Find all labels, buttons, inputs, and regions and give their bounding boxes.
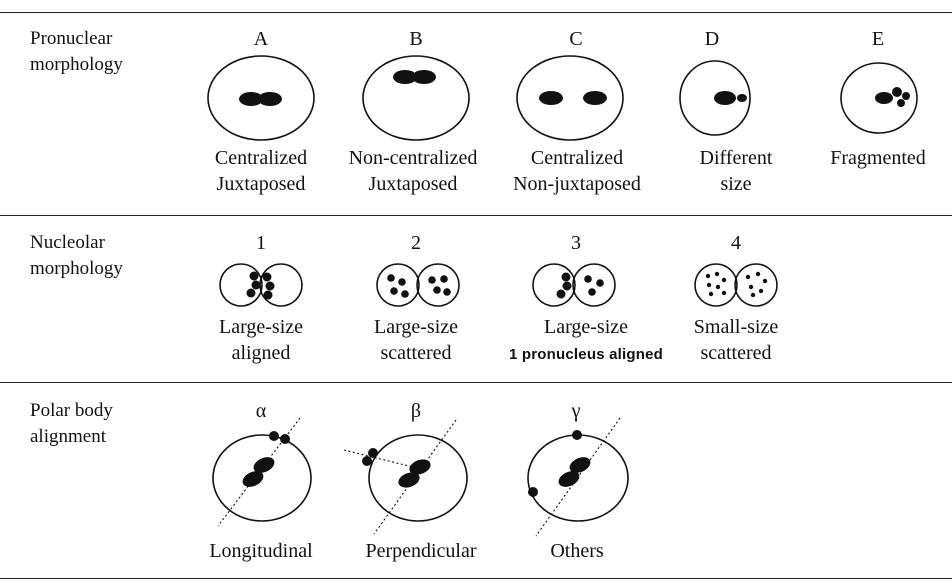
pronucleus: [875, 92, 893, 104]
nucleolus: [584, 275, 592, 283]
pronucleus: [258, 92, 282, 106]
nucleolus: [759, 289, 763, 293]
nucleolus: [264, 291, 273, 300]
nucleolus: [588, 288, 596, 296]
nucleolus: [390, 287, 398, 295]
nucleolus: [722, 291, 726, 295]
nucleolus: [715, 272, 719, 276]
pronucleus: [539, 91, 563, 105]
nucleolus: [707, 283, 711, 287]
nucleolus: [401, 290, 409, 298]
pronucleus-outline: [695, 264, 737, 306]
pronucleus-outline: [377, 264, 419, 306]
nucleolus: [751, 293, 755, 297]
nucleolus: [250, 272, 259, 281]
nucleolus: [706, 274, 710, 278]
nucleolus: [557, 290, 566, 299]
pronucleus-outline: [573, 264, 615, 306]
polar-body: [572, 430, 582, 440]
nucleolus: [428, 276, 436, 284]
nucleolus: [563, 282, 572, 291]
nucleolus: [252, 281, 261, 290]
nucleolus: [722, 278, 726, 282]
pronucleus: [737, 94, 747, 102]
nucleolus: [596, 279, 604, 287]
pronucleus-fragment: [892, 87, 902, 97]
pronucleus-outline: [735, 264, 777, 306]
polar-body: [368, 448, 378, 458]
pronucleus: [583, 91, 607, 105]
nucleolus: [749, 285, 753, 289]
nucleolus: [716, 285, 720, 289]
zygote-outline: [517, 56, 623, 140]
polar-body: [528, 487, 538, 497]
nucleolus: [263, 273, 272, 282]
nucleolus: [247, 289, 256, 298]
polar-body: [269, 431, 279, 441]
nucleolus: [433, 286, 441, 294]
nucleolus: [756, 272, 760, 276]
polar-body: [280, 434, 290, 444]
pronucleus: [714, 91, 736, 105]
nucleolus: [443, 288, 451, 296]
pronucleus-fragment: [897, 99, 905, 107]
nucleolus: [709, 292, 713, 296]
nucleolus: [440, 275, 448, 283]
nucleolus: [746, 275, 750, 279]
pronucleus-outline: [417, 264, 459, 306]
zygote-outline: [363, 56, 469, 140]
pronucleus: [412, 70, 436, 84]
polar-body: [362, 456, 372, 466]
nucleolus: [763, 279, 767, 283]
nucleolus: [398, 278, 406, 286]
pronucleus-fragment: [902, 92, 910, 100]
nucleolus: [562, 273, 571, 282]
nucleolus: [387, 274, 395, 282]
nucleolus: [266, 282, 275, 291]
